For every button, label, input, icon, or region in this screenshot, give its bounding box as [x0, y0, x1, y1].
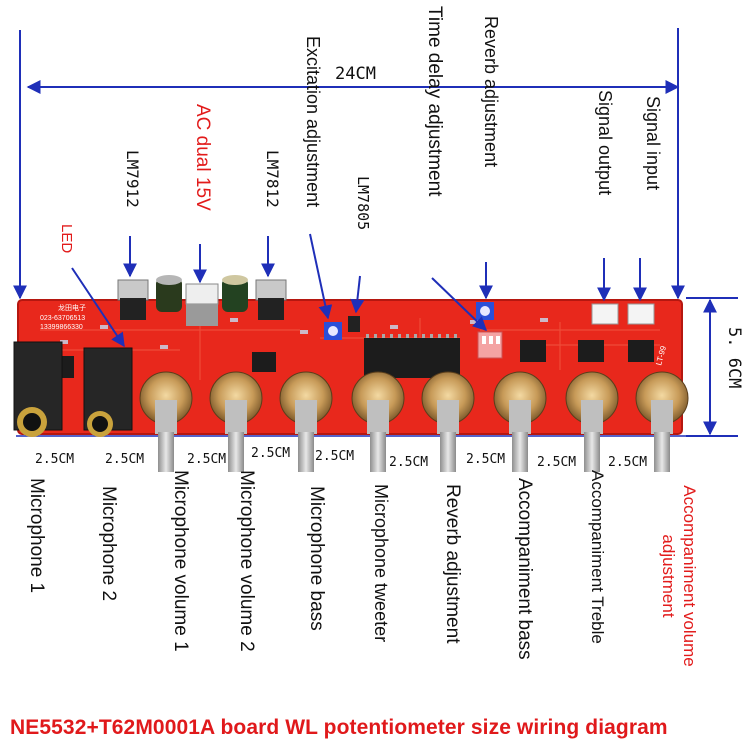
time-delay-adjustment-label: Time delay adjustment	[424, 6, 445, 197]
potentiometer	[351, 371, 405, 472]
spacing-label: 2.5CM	[104, 452, 146, 467]
bottom-label-microphone-2: Microphone 2	[98, 486, 119, 602]
spacing-label: 2.5CM	[388, 455, 430, 470]
spacing-label: 2.5CM	[314, 449, 356, 464]
ac-power-terminal	[185, 283, 219, 326]
microphone-jack-1	[13, 341, 63, 437]
led-label: LED	[58, 224, 75, 254]
potentiometer	[139, 371, 193, 472]
diagram-caption: NE5532+T62M0001A board WL potentiometer …	[10, 716, 668, 739]
spacing-label: 2.5CM	[465, 452, 507, 467]
board-brand-text: 龙田电子	[58, 303, 86, 312]
excitation-trimpot	[324, 322, 342, 340]
capacitor	[156, 275, 248, 312]
potentiometer	[565, 371, 619, 472]
lm7805-label: LM7805	[354, 176, 372, 231]
bottom-label-microphone-volume-2: Microphone volume 2	[236, 470, 257, 652]
potentiometer	[279, 371, 333, 472]
ac-dual-15v-label: AC dual 15V	[192, 104, 213, 211]
spacing-label: 2.5CM	[607, 455, 649, 470]
signal-input-label: Signal input	[643, 96, 663, 191]
excitation-adjustment-label: Excitation adjustment	[303, 36, 323, 208]
callout-arrows	[71, 233, 647, 348]
potentiometer-row	[139, 371, 689, 472]
width-dimension	[13, 28, 685, 300]
board-phone2-text: 13399866330	[40, 324, 83, 331]
potentiometer	[209, 371, 263, 472]
signal-input-connector	[627, 303, 655, 325]
spacing-label: 2.5CM	[250, 446, 292, 461]
height-dimension-label: 5. 6CM	[724, 326, 744, 390]
width-dimension-label: 24CM	[334, 64, 377, 84]
signal-output-label: Signal output	[595, 90, 615, 196]
bottom-label-accompaniment-treble: Accompaniment Treble	[588, 470, 607, 644]
bottom-label-microphone-tweeter: Microphone tweeter	[371, 484, 391, 643]
reverb-trimpot	[476, 302, 494, 320]
potentiometer	[493, 371, 547, 472]
potentiometer	[635, 371, 689, 472]
spacing-label: 2.5CM	[186, 452, 228, 467]
board-phone1-text: 023-63706513	[40, 315, 85, 322]
main-ic-t62m0001a	[364, 334, 460, 378]
bottom-label-microphone-volume-1: Microphone volume 1	[170, 470, 191, 652]
potentiometer	[421, 371, 475, 472]
bottom-label-accompaniment-volume: Accompaniment volume adjustment	[658, 485, 699, 667]
spacing-label: 2.5CM	[34, 452, 76, 467]
time-delay-dip-switch	[477, 331, 503, 359]
bottom-label-accompaniment-bass: Accompaniment bass	[514, 478, 535, 660]
microphone-jack-2	[83, 347, 133, 437]
bottom-label-microphone-bass: Microphone bass	[306, 486, 327, 631]
height-dimension	[686, 297, 738, 437]
reverb-adjustment-top-label: Reverb adjustment	[481, 16, 501, 168]
spacing-label: 2.5CM	[536, 455, 578, 470]
lm7812-label: LM7812	[263, 150, 282, 208]
regulator-lm7805	[348, 316, 360, 332]
regulator-lm7912	[117, 279, 149, 320]
bottom-label-reverb-adjustment: Reverb adjustment	[442, 484, 463, 644]
signal-output-connector	[591, 303, 619, 325]
regulator-lm7812	[255, 279, 287, 320]
lm7912-label: LM7912	[123, 150, 142, 208]
bottom-label-microphone-1: Microphone 1	[26, 478, 47, 594]
